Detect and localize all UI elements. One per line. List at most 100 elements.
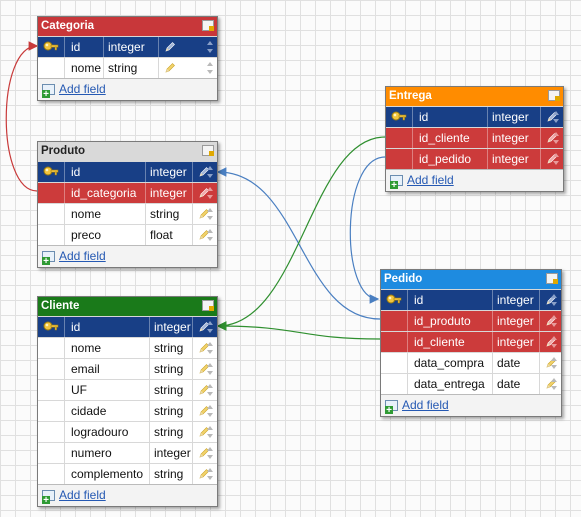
reorder-field-arrows-icon[interactable] xyxy=(207,468,213,480)
edit-table-icon[interactable] xyxy=(202,300,214,311)
edit-table-icon[interactable] xyxy=(546,273,558,284)
reorder-field-arrows-icon[interactable] xyxy=(553,111,559,123)
reorder-field-arrows-icon[interactable] xyxy=(207,363,213,375)
reorder-field-arrows-icon[interactable] xyxy=(207,321,213,333)
reorder-field-arrows-icon[interactable] xyxy=(207,41,213,53)
reorder-field-arrows-icon[interactable] xyxy=(207,405,213,417)
reorder-field-arrows-icon[interactable] xyxy=(207,166,213,178)
edit-table-icon[interactable] xyxy=(548,90,560,101)
table-header[interactable]: Pedido xyxy=(381,270,561,289)
edit-table-icon[interactable] xyxy=(202,20,214,31)
reorder-field-arrows-icon[interactable] xyxy=(551,294,557,306)
field-type: string xyxy=(104,58,159,78)
reorder-field-arrows-icon[interactable] xyxy=(551,336,557,348)
field-controls xyxy=(193,464,217,484)
field-name: id xyxy=(65,37,104,57)
relation-pedido-produto[interactable] xyxy=(216,167,381,320)
reorder-field-arrows-icon[interactable] xyxy=(551,315,557,327)
reorder-field-arrows-icon[interactable] xyxy=(207,229,213,241)
add-field-link[interactable]: Add field xyxy=(407,173,454,187)
reorder-field-arrows-icon[interactable] xyxy=(207,426,213,438)
field-controls xyxy=(193,317,217,337)
key-cell xyxy=(38,58,65,78)
field-type: integer xyxy=(493,332,540,352)
reorder-field-arrows-icon[interactable] xyxy=(207,384,213,396)
reorder-field-arrows-icon[interactable] xyxy=(207,208,213,220)
key-cell xyxy=(38,225,65,245)
table-header[interactable]: Entrega xyxy=(386,87,563,106)
add-field-link[interactable]: Add field xyxy=(402,398,449,412)
table-header[interactable]: Categoria xyxy=(38,17,217,36)
field-type: float xyxy=(146,225,193,245)
reorder-field-arrows-icon[interactable] xyxy=(207,62,213,74)
add-field-link[interactable]: Add field xyxy=(59,488,106,502)
field-name: id_cliente xyxy=(408,332,493,352)
relation-entrega-cliente[interactable] xyxy=(216,136,386,331)
reorder-field-arrows-icon[interactable] xyxy=(551,357,557,369)
table-header[interactable]: Produto xyxy=(38,142,217,161)
reorder-field-arrows-icon[interactable] xyxy=(207,187,213,199)
field-controls xyxy=(540,311,561,331)
field-name: nome xyxy=(65,338,150,358)
add-field-link[interactable]: Add field xyxy=(59,82,106,96)
add-field-icon[interactable] xyxy=(42,490,55,504)
relation-pedido-cliente[interactable] xyxy=(216,321,381,340)
reorder-field-arrows-icon[interactable] xyxy=(207,342,213,354)
field-controls xyxy=(159,58,217,78)
field-name: id xyxy=(408,290,493,310)
field-name: complemento xyxy=(65,464,150,484)
field-name: nome xyxy=(65,58,104,78)
add-field-icon[interactable] xyxy=(385,400,398,414)
reorder-field-arrows-icon[interactable] xyxy=(551,378,557,390)
key-cell xyxy=(381,374,408,394)
field-type: string xyxy=(146,204,193,224)
add-field-link[interactable]: Add field xyxy=(59,249,106,263)
field-name: cidade xyxy=(65,401,150,421)
field-name: id_cliente xyxy=(413,128,488,148)
reorder-field-arrows-icon[interactable] xyxy=(207,447,213,459)
field-controls xyxy=(159,37,217,57)
add-field-icon[interactable] xyxy=(42,251,55,265)
relation-produto-categoria[interactable] xyxy=(5,41,39,192)
reorder-field-arrows-icon[interactable] xyxy=(553,132,559,144)
field-type: integer xyxy=(146,183,193,203)
reorder-field-arrows-icon[interactable] xyxy=(553,153,559,165)
field-controls xyxy=(541,128,563,148)
add-field-icon[interactable] xyxy=(42,84,55,98)
edit-table-icon[interactable] xyxy=(202,145,214,156)
field-type: string xyxy=(150,401,193,421)
field-name: id xyxy=(65,317,150,337)
table-title: Pedido xyxy=(384,273,423,285)
primary-key-icon xyxy=(38,37,65,57)
table-header[interactable]: Cliente xyxy=(38,297,217,316)
add-field-icon[interactable] xyxy=(390,175,403,189)
primary-key-icon xyxy=(38,317,65,337)
